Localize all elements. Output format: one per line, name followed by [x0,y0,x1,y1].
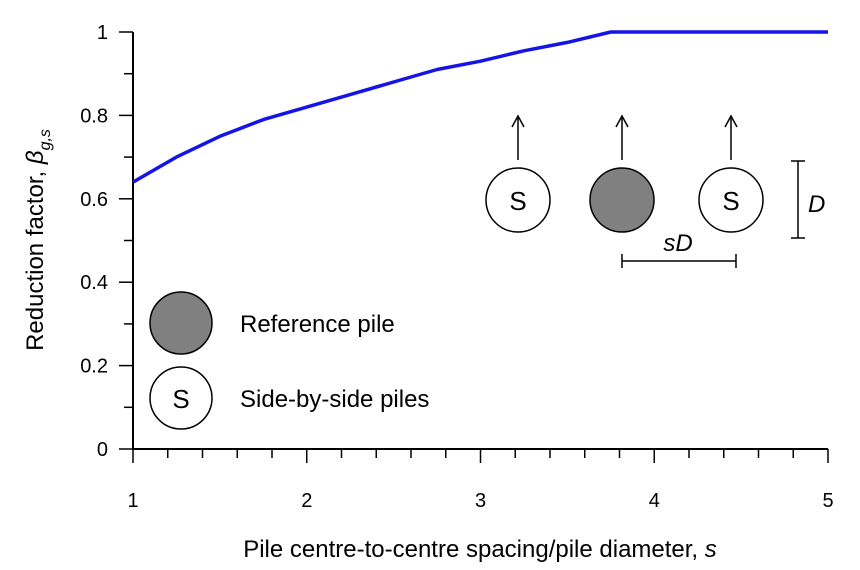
y-axis-title-symbol: β [22,150,49,165]
legend: Reference pile S Side-by-side piles [149,291,429,430]
y-tick-labels: 0 0.2 0.4 0.6 0.8 1 [80,22,108,461]
legend-side-pile-label: Side-by-side piles [240,386,429,413]
y-ticks [119,31,133,450]
y-axis-title-text: Reduction factor, [22,164,49,351]
x-axis-title-var: s [705,536,717,563]
x-tick-label: 5 [822,490,833,512]
y-tick-label: 0.8 [80,105,108,127]
spacing-dimension [621,254,737,268]
y-axis-title: Reduction factor, βg,s [22,129,54,351]
y-tick-label: 0.6 [80,189,108,211]
y-tick-label: 1 [97,22,108,44]
x-tick-label: 3 [475,490,486,512]
x-tick-label: 4 [649,490,660,512]
series-line-reduction-factor [132,30,828,184]
legend-side-pile-letter: S [172,384,189,414]
legend-side-pile-marker [149,366,213,430]
pile-schematic: S S sD D [485,114,825,268]
diameter-label: D [808,191,825,218]
schematic-side-pile-left [485,167,551,233]
x-ticks [132,449,829,463]
x-tick-labels: 1 2 3 4 5 [127,490,833,512]
x-tick-label: 2 [301,490,312,512]
x-tick-label: 1 [127,490,138,512]
y-tick-label: 0.2 [80,356,108,378]
arrow-up-icon [615,114,629,160]
schematic-side-pile-left-letter: S [509,186,526,216]
x-axis-title: Pile centre-to-centre spacing/pile diame… [243,536,717,563]
x-axis-title-text: Pile centre-to-centre spacing/pile diame… [243,536,705,563]
y-tick-label: 0 [97,439,108,461]
schematic-side-pile-right [698,167,764,233]
schematic-side-pile-right-letter: S [722,186,739,216]
arrow-up-icon [511,114,525,160]
legend-reference-pile-marker [149,291,213,355]
legend-reference-pile-label: Reference pile [240,311,395,338]
diameter-dimension [791,160,805,239]
spacing-label: sD [663,230,692,257]
y-axis-title-subscript: g,s [37,129,54,150]
y-tick-label: 0.4 [80,272,108,294]
schematic-reference-pile [589,167,655,233]
arrow-up-icon [724,114,738,160]
